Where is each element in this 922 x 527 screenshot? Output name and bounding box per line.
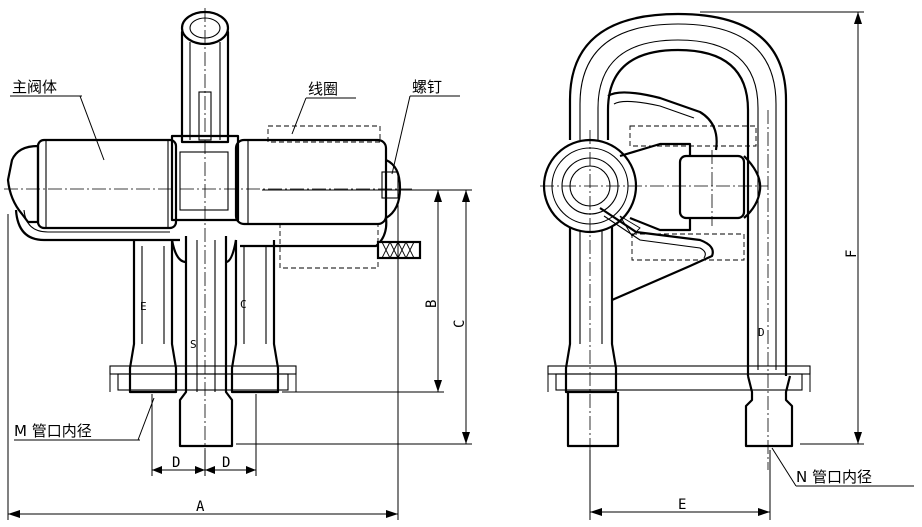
tube-c — [230, 240, 280, 394]
dim-e: E — [678, 497, 686, 513]
coil-lead-wire — [240, 217, 422, 260]
pipe-label-s: S — [190, 338, 197, 351]
dim-c: C — [452, 320, 468, 328]
main-valve-body — [6, 138, 180, 242]
dim-f: F — [844, 250, 860, 258]
u-tube — [568, 12, 788, 376]
side-view: D F E N 管口内径 — [540, 11, 914, 520]
dim-b: B — [424, 300, 440, 308]
label-screw: 螺钉 — [412, 78, 442, 96]
dim-d2: D — [222, 455, 230, 471]
dim-a: A — [196, 499, 205, 515]
label-n-inner: N 管口内径 — [796, 468, 872, 486]
tube-e — [128, 240, 178, 394]
label-coil: 线圈 — [308, 80, 338, 98]
pipe-label-e: E — [140, 300, 147, 313]
front-view: E S C B C D D A — [4, 8, 472, 520]
dim-d1: D — [172, 455, 180, 471]
mounting-plate — [109, 365, 297, 392]
pipe-label-c: C — [240, 298, 247, 311]
label-m-inner: M 管口内径 — [14, 422, 92, 440]
label-main-body: 主阀体 — [12, 78, 57, 96]
tube-s — [178, 236, 234, 448]
pipe-label-d: D — [758, 326, 765, 339]
